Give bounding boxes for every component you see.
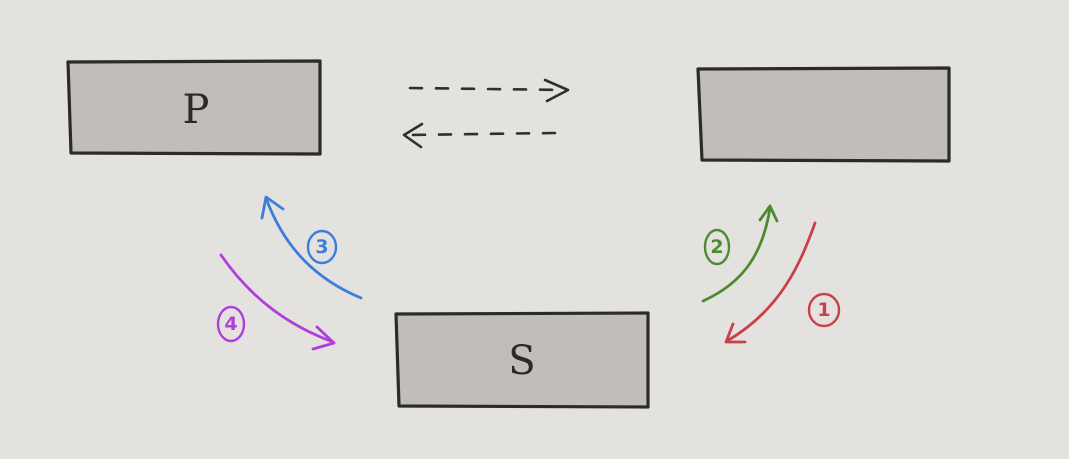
step-2-arrowhead xyxy=(758,204,779,223)
dashed-arrow-right xyxy=(408,86,568,92)
step-1-badge xyxy=(807,292,841,328)
dashed-arrow-left-head xyxy=(402,122,424,149)
step-4-arrow: 4 xyxy=(216,253,336,351)
node-unlabeled-box xyxy=(696,66,951,163)
step-3-badge xyxy=(306,229,338,265)
dashed-connector xyxy=(402,78,570,149)
step-2-number: 2 xyxy=(710,236,723,258)
step-2-curve xyxy=(701,206,772,303)
step-1-arrowhead xyxy=(724,322,747,344)
dashed-arrow-left xyxy=(404,131,557,137)
step-1-curve xyxy=(725,221,817,343)
node-p: P xyxy=(66,59,322,156)
step-3-number: 3 xyxy=(315,236,328,258)
step-4-arrowhead xyxy=(311,325,336,351)
step-3-curve xyxy=(264,196,363,300)
node-unlabeled xyxy=(696,66,951,163)
step-2-badge xyxy=(703,228,731,266)
node-p-label: P xyxy=(183,87,210,133)
step-3-arrow: 3 xyxy=(260,195,363,300)
node-p-box xyxy=(66,59,322,156)
step-1-arrow: 1 xyxy=(724,221,841,344)
node-s-label: S xyxy=(508,338,535,384)
step-2-arrow: 2 xyxy=(701,204,779,303)
step-4-curve xyxy=(219,253,335,344)
dashed-arrow-right-head xyxy=(543,78,570,103)
step-3-arrowhead xyxy=(260,195,285,220)
step-4-number: 4 xyxy=(224,313,237,335)
node-s: S xyxy=(394,311,650,409)
step-4-badge xyxy=(216,305,246,343)
node-s-box xyxy=(394,311,650,409)
step-1-number: 1 xyxy=(817,299,830,321)
